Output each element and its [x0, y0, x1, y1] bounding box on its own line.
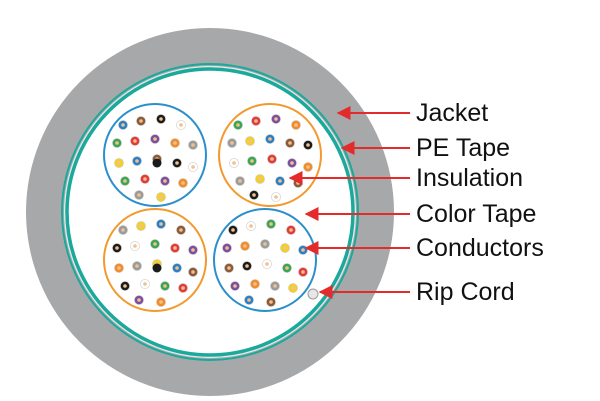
unit-bottom-right: [213, 208, 317, 312]
conductor: [150, 239, 160, 249]
conductor: [293, 178, 303, 188]
conductor: [156, 114, 166, 124]
conductor: [140, 174, 150, 184]
jacket-label: Jacket: [416, 99, 488, 127]
conductor: [178, 178, 188, 188]
conductor: [112, 138, 122, 148]
units-layer: [103, 103, 322, 312]
conductor: [227, 138, 237, 148]
conductor: [298, 267, 308, 277]
conductor: [132, 261, 142, 271]
conductor: [260, 239, 270, 249]
conductor: [288, 283, 298, 293]
conductor: [130, 136, 140, 146]
unit-top-left: [103, 103, 207, 207]
conductor: [130, 241, 140, 251]
conductor: [118, 120, 128, 130]
conductor: [291, 120, 301, 130]
conductor: [266, 219, 276, 229]
conductors-label: Conductors: [416, 234, 544, 262]
conductor: [240, 241, 250, 251]
conductor: [246, 221, 256, 231]
conductor: [287, 158, 297, 168]
conductor: [170, 243, 180, 253]
conductor: [230, 281, 240, 291]
conductor: [160, 281, 170, 291]
conductor: [303, 162, 313, 172]
conductor: [134, 190, 144, 200]
conductor: [298, 245, 308, 255]
conductor: [270, 281, 280, 291]
conductor: [271, 114, 281, 124]
conductor: [156, 192, 166, 202]
pe-tape-label: PE Tape: [416, 134, 510, 162]
conductor: [265, 134, 275, 144]
conductor: [188, 245, 198, 255]
conductor: [233, 120, 243, 130]
unit-top-right: [218, 103, 322, 207]
conductor: [245, 136, 255, 146]
conductor: [160, 176, 170, 186]
conductor: [251, 116, 261, 126]
conductor: [156, 219, 166, 229]
conductor: [176, 120, 186, 130]
conductor: [275, 176, 285, 186]
conductor: [136, 221, 146, 231]
conductor: [271, 192, 281, 202]
center-conductor: [152, 263, 162, 273]
conductor: [228, 225, 238, 235]
conductor: [170, 138, 180, 148]
conductor: [188, 162, 198, 172]
conductor: [222, 243, 232, 253]
pe-tape-outer-line: [61, 63, 359, 361]
conductor: [285, 138, 295, 148]
conductor: [140, 279, 150, 289]
conductor: [266, 297, 276, 307]
conductor: [249, 190, 259, 200]
center-conductor: [152, 158, 162, 168]
insulation-label: Insulation: [416, 164, 523, 192]
conductor: [156, 297, 166, 307]
conductor: [224, 263, 234, 273]
conductor: [255, 174, 265, 184]
conductor: [188, 140, 198, 150]
rip-cord: [307, 288, 319, 300]
conductor: [172, 263, 182, 273]
conductor: [120, 176, 130, 186]
callout-labels: Jacket PE Tape Insulation Color Tape Con…: [416, 99, 544, 306]
conductor: [172, 158, 182, 168]
color-tape-label: Color Tape: [416, 200, 536, 228]
conductor: [267, 154, 277, 164]
conductor: [229, 158, 239, 168]
conductor: [188, 267, 198, 277]
callout-arrows: [288, 106, 410, 299]
conductor: [118, 225, 128, 235]
pe-tape: [65, 67, 355, 357]
conductor: [250, 279, 260, 289]
conductor: [114, 158, 124, 168]
conductor: [303, 140, 313, 150]
conductor: [235, 176, 245, 186]
conductor: [136, 116, 146, 126]
conductor: [247, 156, 257, 166]
conductor: [262, 259, 272, 269]
conductor: [242, 261, 252, 271]
conductor: [176, 225, 186, 235]
cable-body: [26, 28, 394, 396]
conductor: [282, 263, 292, 273]
rip-cord-label: Rip Cord: [416, 278, 515, 306]
conductor: [178, 283, 188, 293]
conductor: [132, 156, 142, 166]
conductor: [244, 295, 254, 305]
conductor: [280, 243, 290, 253]
conductor: [114, 263, 124, 273]
unit-bottom-left: [103, 208, 207, 312]
conductor: [150, 134, 160, 144]
conductor: [120, 281, 130, 291]
conductor: [112, 243, 122, 253]
conductor: [286, 225, 296, 235]
conductor: [134, 295, 144, 305]
